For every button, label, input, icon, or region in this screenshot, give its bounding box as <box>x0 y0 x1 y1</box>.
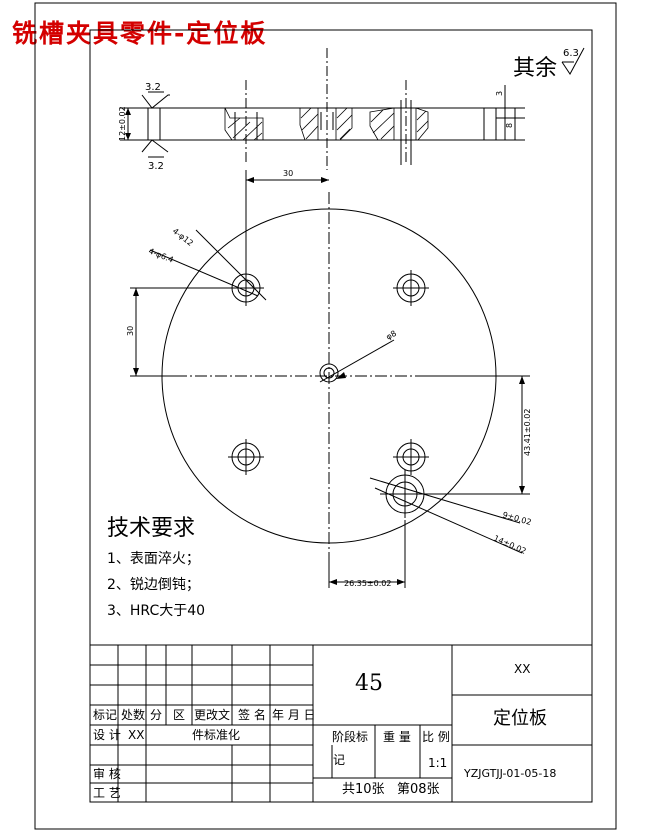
review-label: 审 核 <box>93 767 121 781</box>
hole-top-right <box>393 270 429 306</box>
plan-view <box>130 170 530 588</box>
roughness-bottom-value: 3.2 <box>148 161 164 172</box>
design-value: XX <box>128 728 145 742</box>
dim-hole-a: 4-φ12 <box>171 226 195 248</box>
outer-border <box>34 2 617 830</box>
hole-bottom-right <box>393 439 429 475</box>
rev-header-doc: 更改文 <box>194 708 231 722</box>
tech-item-3: 3、HRC大于40 <box>107 603 206 619</box>
watermark-title: 铣槽夹具零件-定位板 <box>12 19 268 48</box>
tech-item-2: 2、锐边倒钝； <box>107 577 200 593</box>
tech-item-1: 1、表面淬火； <box>107 551 200 567</box>
weight-label: 重 量 <box>383 730 411 744</box>
rev-header-date: 年 月 日 <box>272 708 316 722</box>
dim-right-a: 3 <box>495 91 504 96</box>
center-hole <box>319 363 339 383</box>
scale-label: 比 例 <box>422 730 450 744</box>
design-label: 设 计 <box>93 728 121 742</box>
standard-label: 件标准化 <box>192 728 241 742</box>
drawing-number: YZJGTJJ-01-05-18 <box>464 767 557 780</box>
roughness-rest-label: 其余 <box>513 56 558 81</box>
org-name: XX <box>514 662 531 676</box>
dim-right-b: 8 <box>505 123 514 128</box>
inner-border <box>89 29 593 803</box>
roughness-rest-value: 6.3 <box>563 48 579 59</box>
roughness-top-value: 3.2 <box>145 82 161 93</box>
section-view <box>120 48 525 170</box>
sheet-number: 第08张 <box>397 782 440 797</box>
dim-right-vertical: 43.41±0.02 <box>523 409 532 456</box>
scale-value: 1:1 <box>428 756 448 770</box>
hole-top-left <box>228 270 264 306</box>
dim-pin-a: 9±0.02 <box>501 510 532 527</box>
rev-header-mark: 标记 <box>93 708 118 722</box>
dim-hole-b: 4-φ6.4 <box>147 247 174 265</box>
mark-label: 记 <box>333 753 346 767</box>
rev-header-sign: 签 名 <box>238 708 266 722</box>
stage-label: 阶段标 <box>332 730 369 744</box>
dim-left-30: 30 <box>126 326 135 336</box>
part-name: 定位板 <box>493 708 547 729</box>
dim-pin-b: 14±0.02 <box>492 534 527 556</box>
dim-bottom-horizontal: 26.35±0.02 <box>344 579 391 588</box>
tech-heading: 技术要求 <box>107 516 196 541</box>
dim-thickness: 12±0.02 <box>118 106 127 141</box>
material: 45 <box>355 671 383 696</box>
roughness-rest-symbol <box>561 47 585 75</box>
hole-bottom-left <box>228 439 264 475</box>
sheets-total: 共10张 <box>342 782 385 797</box>
process-label: 工 艺 <box>93 786 121 800</box>
rev-header-area: 区 <box>173 708 186 722</box>
dim-top-30: 30 <box>283 169 293 178</box>
title-block <box>89 644 593 803</box>
rev-header-count: 处数 <box>121 708 146 722</box>
rev-header-zone: 分 <box>150 708 163 722</box>
dim-center-hole: φ8 <box>385 329 398 342</box>
